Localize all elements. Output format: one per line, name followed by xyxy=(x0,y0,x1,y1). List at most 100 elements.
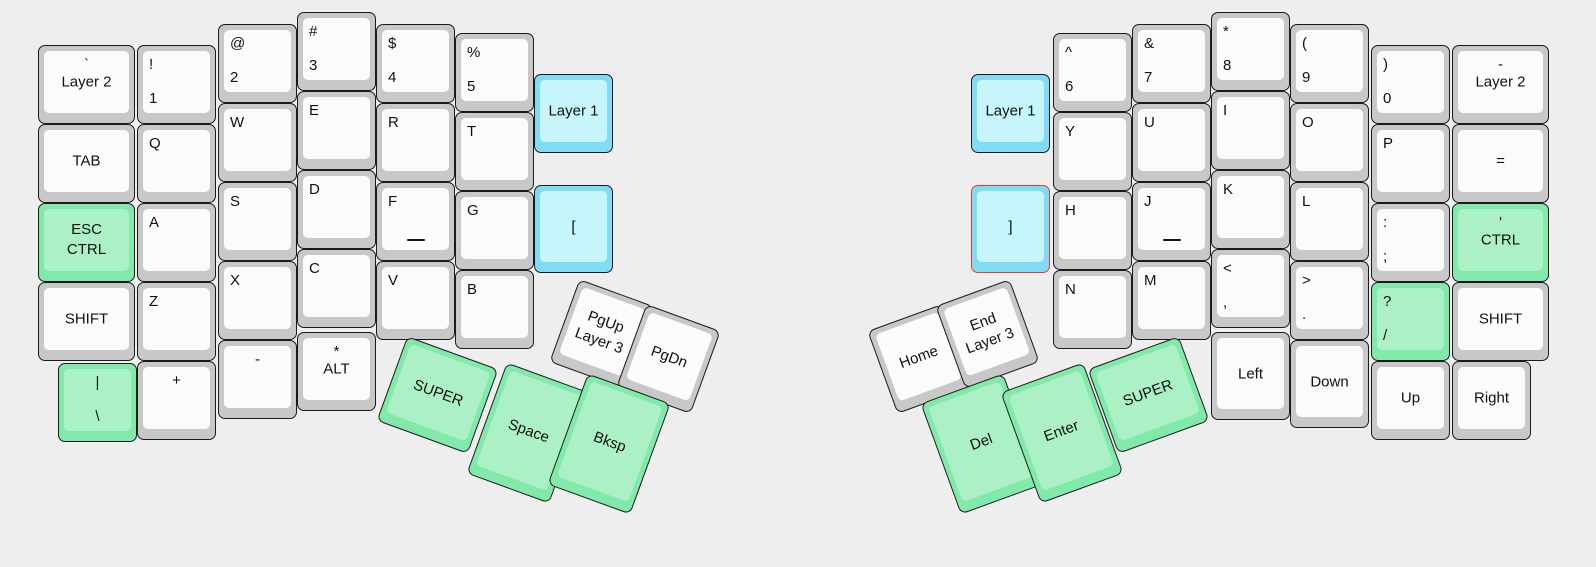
key-l-d[interactable]: D xyxy=(297,170,376,249)
legend-l-4: $ xyxy=(388,35,397,52)
key-r-m[interactable]: M xyxy=(1132,261,1211,340)
keycap-r-quote-ctrl: 'CTRL xyxy=(1458,209,1543,271)
key-l-a[interactable]: A xyxy=(137,203,216,282)
legend-r-6: ^ xyxy=(1065,44,1073,61)
key-r-i[interactable]: I xyxy=(1211,91,1290,170)
keycap-r-down: Down xyxy=(1296,346,1363,417)
keycap-l-pgdn: PgDn xyxy=(625,311,713,402)
key-l-pipe-backslash[interactable]: |\ xyxy=(58,363,137,442)
legend-l-b: B xyxy=(467,281,478,298)
key-l-tab[interactable]: TAB xyxy=(38,124,135,203)
key-r-j[interactable]: J xyxy=(1132,182,1211,261)
key-r-comma[interactable]: <, xyxy=(1211,249,1290,328)
key-l-bracket-left[interactable]: [ xyxy=(534,185,613,273)
key-r-left[interactable]: Left xyxy=(1211,332,1290,420)
legend-r-8: 8 xyxy=(1223,57,1232,74)
key-r-y[interactable]: Y xyxy=(1053,112,1132,191)
keycap-l-e: E xyxy=(303,97,370,159)
key-r-k[interactable]: K xyxy=(1211,170,1290,249)
keycap-r-0: )0 xyxy=(1377,51,1444,113)
key-l-z[interactable]: Z xyxy=(137,282,216,361)
key-r-right[interactable]: Right xyxy=(1452,361,1531,440)
key-l-e[interactable]: E xyxy=(297,91,376,170)
legend-r-l: L xyxy=(1302,193,1311,210)
key-r-bracket-right[interactable]: ] xyxy=(971,185,1050,273)
legend-l-5: % xyxy=(467,44,481,61)
key-l-shift[interactable]: SHIFT xyxy=(38,282,135,361)
key-l-5[interactable]: %5 xyxy=(455,33,534,112)
legend-r-period: > xyxy=(1302,272,1311,289)
key-r-9[interactable]: (9 xyxy=(1290,24,1369,103)
legend-l-alt: ALT xyxy=(323,360,350,378)
key-r-n[interactable]: N xyxy=(1053,270,1132,349)
key-r-layer1[interactable]: Layer 1 xyxy=(971,74,1050,153)
keycap-r-left: Left xyxy=(1217,338,1284,409)
keycap-r-shift: SHIFT xyxy=(1458,288,1543,350)
legend-l-5: 5 xyxy=(467,78,476,95)
key-l-s[interactable]: S xyxy=(218,182,297,261)
key-l-x[interactable]: X xyxy=(218,261,297,340)
legend-r-comma: < xyxy=(1223,260,1232,277)
key-r-6[interactable]: ^6 xyxy=(1053,33,1132,112)
key-r-down[interactable]: Down xyxy=(1290,340,1369,428)
key-l-layer1[interactable]: Layer 1 xyxy=(534,74,613,153)
keycap-r-j: J xyxy=(1138,188,1205,250)
legend-r-n: N xyxy=(1065,281,1076,298)
key-l-b[interactable]: B xyxy=(455,270,534,349)
key-l-c[interactable]: C xyxy=(297,249,376,328)
key-r-slash[interactable]: ?/ xyxy=(1371,282,1450,361)
keycap-l-shift: SHIFT xyxy=(44,288,129,350)
key-r-equal[interactable]: = xyxy=(1452,124,1549,203)
keycap-l-x: X xyxy=(224,267,291,329)
legend-r-minus-layer2: Layer 2 xyxy=(1475,73,1526,91)
legend-l-space: Space xyxy=(505,415,552,446)
key-l-grave-layer2[interactable]: `Layer 2 xyxy=(38,45,135,124)
key-r-semicolon[interactable]: :; xyxy=(1371,203,1450,282)
keycap-l-minus: - xyxy=(224,346,291,408)
key-r-p[interactable]: P xyxy=(1371,124,1450,203)
key-r-0[interactable]: )0 xyxy=(1371,45,1450,124)
legend-l-r: R xyxy=(388,114,399,131)
key-r-l[interactable]: L xyxy=(1290,182,1369,261)
key-l-4[interactable]: $4 xyxy=(376,24,455,103)
keycap-l-2: @2 xyxy=(224,30,291,92)
key-r-u[interactable]: U xyxy=(1132,103,1211,182)
keycap-l-q: Q xyxy=(143,130,210,192)
keycap-r-slash: ?/ xyxy=(1377,288,1444,350)
keycap-r-y: Y xyxy=(1059,118,1126,180)
key-r-quote-ctrl[interactable]: 'CTRL xyxy=(1452,203,1549,282)
legend-l-2: 2 xyxy=(230,69,239,86)
key-r-shift[interactable]: SHIFT xyxy=(1452,282,1549,361)
key-l-g[interactable]: G xyxy=(455,191,534,270)
keycap-l-esc-ctrl: ESC CTRL xyxy=(44,209,129,271)
keycap-r-l: L xyxy=(1296,188,1363,250)
key-l-esc-ctrl[interactable]: ESC CTRL xyxy=(38,203,135,282)
key-l-t[interactable]: T xyxy=(455,112,534,191)
key-r-minus-layer2[interactable]: -Layer 2 xyxy=(1452,45,1549,124)
key-l-plus[interactable]: + xyxy=(137,361,216,440)
keycap-l-pipe-backslash: |\ xyxy=(64,369,131,431)
key-l-w[interactable]: W xyxy=(218,103,297,182)
key-r-up[interactable]: Up xyxy=(1371,361,1450,440)
key-r-7[interactable]: &7 xyxy=(1132,24,1211,103)
key-r-8[interactable]: *8 xyxy=(1211,12,1290,91)
keycap-l-v: V xyxy=(382,267,449,329)
key-r-h[interactable]: H xyxy=(1053,191,1132,270)
legend-l-3: 3 xyxy=(309,57,318,74)
key-l-q[interactable]: Q xyxy=(137,124,216,203)
legend-l-3: # xyxy=(309,23,318,40)
key-l-alt[interactable]: *ALT xyxy=(297,332,376,411)
key-l-2[interactable]: @2 xyxy=(218,24,297,103)
legend-r-del: Del xyxy=(967,429,995,454)
key-l-3[interactable]: #3 xyxy=(297,12,376,91)
key-r-o[interactable]: O xyxy=(1290,103,1369,182)
key-l-r[interactable]: R xyxy=(376,103,455,182)
key-l-minus[interactable]: - xyxy=(218,340,297,419)
homing-bar-r-j xyxy=(1162,238,1181,241)
keycap-r-6: ^6 xyxy=(1059,39,1126,101)
key-l-1[interactable]: !1 xyxy=(137,45,216,124)
key-l-f[interactable]: F xyxy=(376,182,455,261)
key-r-period[interactable]: >. xyxy=(1290,261,1369,340)
keycap-l-g: G xyxy=(461,197,528,259)
key-l-v[interactable]: V xyxy=(376,261,455,340)
